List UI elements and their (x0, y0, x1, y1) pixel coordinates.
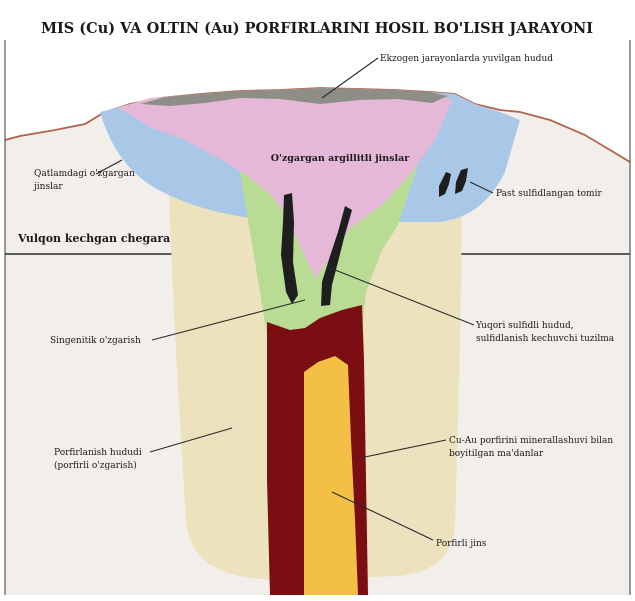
label-past-sulfid: Past sulfidlangan tomir (496, 189, 602, 199)
label-argillit: O'zgargan argillitli jinslar (271, 153, 411, 164)
label-yuqori-line1: Yuqori sulfidli hudud, (475, 321, 574, 331)
label-porfirlanish-line1: Porfirlanish hududi (54, 448, 142, 458)
label-porfirli-jins: Porfirli jins (436, 539, 487, 549)
label-cuau-line2: boyitilgan ma'danlar (449, 449, 544, 459)
label-cuau-line1: Cu-Au porfirini minerallashuvi bilan (449, 436, 613, 446)
label-qatlam-line1: Qatlamdagi o'zgargan (34, 169, 135, 179)
label-ekzogen: Ekzogen jarayonlarda yuvilgan hudud (380, 54, 553, 64)
label-singenitik: Singenitik o'zgarish (50, 336, 141, 346)
diagram-title: MIS (Cu) VA OLTIN (Au) PORFIRLARINI HOSI… (41, 20, 593, 37)
label-qatlam-line2: jinslar (33, 182, 63, 192)
label-yuqori-line2: sulfidlanish kechuvchi tuzilma (476, 334, 615, 344)
label-porfirlanish-line2: (porfirli o'zgarish) (54, 460, 137, 471)
label-vulqon: Vulqon kechgan chegara (17, 232, 170, 245)
